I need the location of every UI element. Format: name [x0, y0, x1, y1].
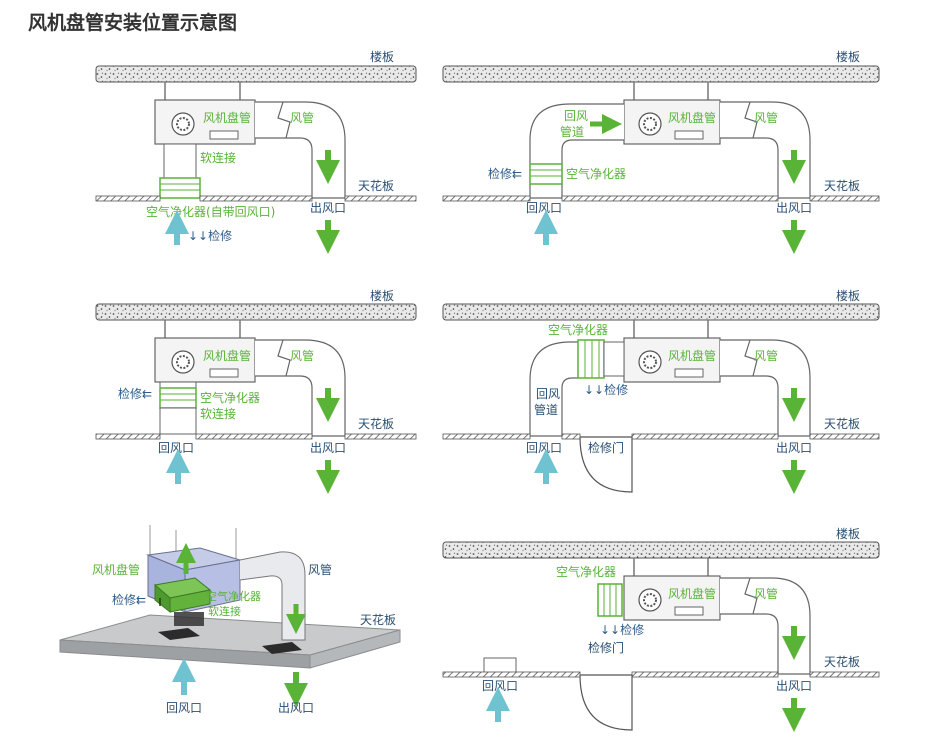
access-door	[579, 674, 633, 731]
return-duct-label-2: 管道	[534, 402, 558, 417]
maint-label: ↓↓检修	[600, 622, 644, 637]
maint-label: 检修⇇	[118, 386, 152, 401]
ceiling-label: 天花板	[358, 416, 394, 431]
fcu-label: 风机盘管	[203, 110, 251, 125]
return-grille	[483, 657, 517, 674]
fan-icon	[638, 112, 662, 136]
fan-icon	[638, 350, 662, 374]
ceiling-label: 天花板	[360, 612, 396, 627]
ceiling-label: 天花板	[824, 178, 860, 193]
fan-icon	[171, 112, 195, 136]
panel-1: 楼板 风机盘管 风管 软连接 天花板 空气净化器(自带回风口) 出风口 ↓↓检修	[95, 49, 417, 254]
duct-label: 风管	[754, 348, 778, 363]
duct-label: 风管	[290, 110, 314, 125]
return-duct-label-2: 管道	[560, 124, 584, 139]
return-duct-label-1: 回风	[564, 109, 588, 123]
duct-label: 风管	[754, 110, 778, 125]
panel-6: 楼板 风机盘管 风管 空气净化器 ↓↓检修 检修门 天花板 回风口 出风口	[442, 526, 880, 732]
access-door	[579, 436, 633, 493]
maint-label: 检修⇇	[488, 166, 522, 181]
flex-label: 软连接	[208, 604, 241, 618]
return-outlet-label: 回风口	[158, 441, 194, 455]
supply-outlet-label: 出风口	[310, 441, 346, 455]
maint-label: ↓↓检修	[584, 382, 628, 397]
purifier-unit	[529, 163, 563, 185]
purifier-unit	[159, 177, 201, 199]
return-outlet-label: 回风口	[526, 441, 562, 455]
purifier-label: 空气净化器	[548, 322, 608, 337]
ceiling-label: 天花板	[824, 654, 860, 669]
fcu-label: 风机盘管	[668, 110, 716, 125]
floor-label: 楼板	[836, 526, 860, 541]
fcu-label: 风机盘管	[203, 348, 251, 363]
purifier-label: 空气净化器	[206, 589, 261, 603]
maint-label: ↓↓检修	[188, 228, 232, 243]
panel-5-3d: 风机盘管 风管 检修⇇ 空气净化器 软连接 天花板 回风口 出风口	[59, 525, 401, 715]
return-duct-label-1: 回风	[536, 387, 560, 401]
panel-3: 楼板 风机盘管 风管 空气净化器 软连接 检修⇇ 天花板 回风口 出风口	[95, 288, 417, 494]
fcu-label: 风机盘管	[668, 348, 716, 363]
page-title: 风机盘管安装位置示意图	[28, 12, 238, 34]
flex-label: 软连接	[200, 406, 236, 421]
return-outlet-label: 回风口	[526, 201, 562, 215]
access-door-label: 检修门	[588, 640, 624, 655]
duct-label: 风管	[754, 586, 778, 601]
purifier-label: 空气净化器	[200, 390, 260, 405]
access-door-label: 检修门	[588, 440, 624, 455]
purifier-return-label: 空气净化器(自带回风口)	[146, 204, 275, 219]
ceiling-label: 天花板	[824, 416, 860, 431]
purifier-label: 空气净化器	[566, 166, 626, 181]
duct-label: 风管	[308, 562, 332, 577]
return-outlet-label: 回风口	[166, 701, 202, 715]
fcu-label: 风机盘管	[668, 586, 716, 601]
floor-slab	[95, 65, 417, 83]
fan-icon	[638, 588, 662, 612]
purifier-unit	[159, 387, 197, 409]
ceiling-label: 天花板	[358, 178, 394, 193]
supply-outlet-label: 出风口	[776, 201, 812, 215]
fan-icon	[171, 350, 195, 374]
supply-outlet-label: 出风口	[776, 441, 812, 455]
panel-4: 楼板 风机盘管 风管 空气净化器 ↓↓检修 回风 管道 检修门 天花板 回风口 …	[442, 288, 880, 494]
floor-label: 楼板	[836, 49, 860, 64]
floor-label: 楼板	[370, 288, 394, 303]
panel-2: 楼板 风机盘管 风管 回风 管道 空气净化器 检修⇇ 天花板 回风口 出风口	[442, 49, 880, 254]
floor-label: 楼板	[370, 49, 394, 64]
fcu-label: 风机盘管	[92, 562, 140, 577]
flex-label: 软连接	[200, 150, 236, 165]
return-outlet-label: 回风口	[482, 679, 518, 693]
supply-outlet-label: 出风口	[310, 201, 346, 215]
maint-label: 检修⇇	[112, 592, 146, 607]
supply-outlet-label: 出风口	[776, 679, 812, 693]
purifier-label: 空气净化器	[556, 564, 616, 579]
supply-outlet-label: 出风口	[278, 701, 314, 715]
duct-label: 风管	[290, 348, 314, 363]
purifier-unit	[577, 339, 605, 379]
floor-label: 楼板	[836, 288, 860, 303]
